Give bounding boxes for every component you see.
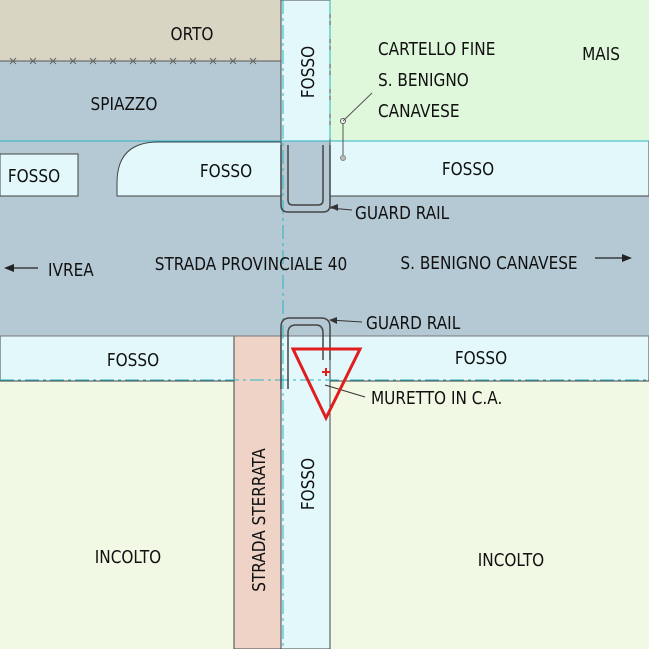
benigno-arrow-icon (595, 254, 632, 262)
warning-triangle-icon (290, 347, 363, 422)
ditch-vertical-south (280, 335, 331, 649)
label-fosso-top-right: FOSSO (442, 158, 494, 180)
label-incolto-left: INCOLTO (95, 546, 161, 568)
ditch-north-right (329, 140, 649, 197)
label-sign-line1: CARTELLO FINE (378, 38, 495, 60)
label-fosso-bottom-right: FOSSO (455, 347, 507, 369)
label-muretto: MURETTO IN C.A. (371, 387, 502, 409)
spiazzo-area (0, 61, 281, 141)
ivrea-arrow-icon (4, 264, 38, 272)
label-ivrea: IVREA (48, 259, 94, 281)
orto-area (0, 0, 281, 61)
label-orto: ORTO (171, 23, 214, 45)
incolto-left-area (0, 336, 234, 649)
dirt-road (233, 335, 282, 649)
label-sign-line3: CANAVESE (378, 100, 460, 122)
ditch-north-left (0, 153, 79, 197)
guard-rail-south-shape (280, 317, 331, 389)
label-strada-sterrata: STRADA STERRATA (248, 448, 270, 592)
label-fosso-vertical-top: FOSSO (297, 46, 319, 98)
label-guard-rail-top: GUARD RAIL (355, 202, 450, 224)
mais-area (330, 0, 649, 141)
guard-rail-north-shape (280, 145, 331, 213)
warning-marker-icon (322, 368, 330, 376)
label-road-destination: S. BENIGNO CANAVESE (400, 252, 577, 274)
muretto-leader (324, 384, 366, 398)
label-fosso-bottom-left: FOSSO (107, 349, 159, 371)
label-fosso-vertical-bottom: FOSSO (297, 458, 319, 510)
incolto-right-area (330, 336, 649, 649)
guard-rail-top-arrow (330, 204, 338, 211)
label-spiazzo: SPIAZZO (91, 93, 158, 115)
sign-post-bottom (340, 155, 346, 161)
label-mais: MAIS (582, 43, 620, 65)
label-fosso-top-middle: FOSSO (200, 160, 252, 182)
fence-marks (9, 57, 257, 65)
sign-leader (342, 92, 373, 122)
label-sign-line2: S. BENIGNO (378, 69, 469, 91)
label-road-name: STRADA PROVINCIALE 40 (155, 253, 347, 275)
guard-rail-bottom-arrow (329, 317, 337, 324)
label-fosso-left-small: FOSSO (8, 165, 60, 187)
label-guard-rail-bottom: GUARD RAIL (366, 312, 461, 334)
label-incolto-right: INCOLTO (478, 549, 544, 571)
ditch-north-middle (116, 141, 282, 197)
